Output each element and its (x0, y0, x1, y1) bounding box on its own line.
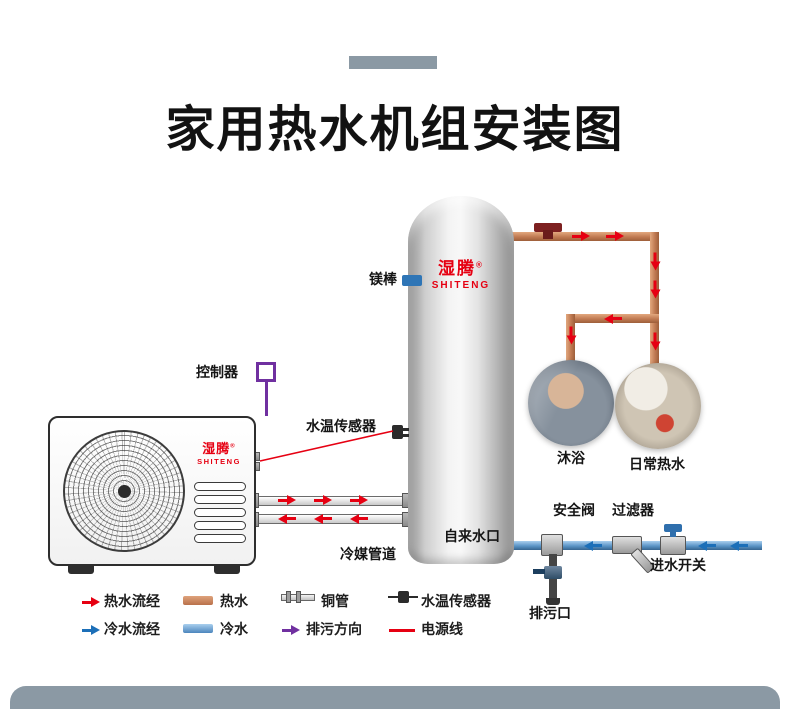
hot-flow-arrow-icon (82, 597, 100, 608)
cold-flow-arrow-icon (82, 625, 100, 636)
water-tank (408, 196, 514, 564)
drain-valve-handle (533, 569, 545, 574)
hot-flow-arrow (350, 495, 368, 506)
drain-valve-icon (544, 566, 562, 579)
drain-outlet-label: 排污口 (529, 605, 571, 621)
hot-flow-arrow (314, 495, 332, 506)
safety-valve-icon (541, 534, 563, 556)
tap-water-inlet-label: 自来水口 (444, 528, 500, 544)
magnesium-rod-indicator (402, 275, 422, 286)
legend-drain-direction-label: 排污方向 (306, 621, 362, 637)
shower-photo (528, 360, 614, 446)
unit-foot (214, 564, 240, 574)
legend-hot-water-label: 热水 (220, 593, 248, 609)
fan-grille-icon (63, 430, 185, 552)
brand-latin: SHITENG (431, 280, 491, 291)
hot-water-pipe-left-drop (566, 314, 575, 362)
hot-flow-arrow (606, 231, 624, 242)
cold-flow-arrow (698, 540, 716, 551)
vent-slot (194, 482, 246, 491)
hot-flow-arrow (650, 280, 661, 299)
tank-brand: 湿腾® SHITENG (408, 254, 514, 291)
water-temp-sensor-label: 水温传感器 (306, 418, 376, 434)
water-temp-sensor-legend-icon (388, 590, 418, 604)
hot-flow-arrow (278, 513, 296, 524)
vent-slot (194, 534, 246, 543)
hot-outlet-valve-icon (534, 223, 562, 232)
brand-latin: SHITENG (197, 457, 241, 466)
hot-flow-arrow (604, 313, 622, 324)
cold-flow-arrow (730, 540, 748, 551)
legend-hot-flow-label: 热水流经 (104, 593, 160, 609)
water-temp-sensor-pin (402, 434, 409, 437)
unit-foot (68, 564, 94, 574)
power-line-icon (389, 629, 415, 632)
legend-power-line-label: 电源线 (421, 621, 463, 637)
inlet-switch-label: 进水开关 (650, 557, 706, 573)
drain-outlet-tip (546, 598, 560, 605)
title-accent-bar (349, 56, 437, 69)
hot-flow-arrow (278, 495, 296, 506)
water-temp-sensor-icon (392, 425, 403, 439)
cold-flow-arrow (584, 540, 602, 551)
hot-flow-arrow (566, 326, 577, 345)
legend-copper-pipe-label: 铜管 (321, 593, 349, 609)
hot-flow-arrow (650, 332, 661, 351)
brand-name: 湿腾 (438, 259, 477, 278)
hot-outlet-valve-stem (543, 230, 553, 239)
page-title: 家用热水机组安装图 (165, 103, 625, 157)
hot-flow-arrow (650, 252, 661, 271)
vent-slot (194, 495, 246, 504)
daily-hot-water-label: 日常热水 (629, 456, 685, 472)
refrigerant-pipe-label: 冷媒管道 (340, 546, 396, 562)
daily-hot-water-photo (615, 363, 701, 449)
heat-pump-brand: 湿腾® SHITENG (188, 438, 250, 466)
legend-cold-flow-label: 冷水流经 (104, 621, 160, 637)
hot-flow-arrow (572, 231, 590, 242)
water-temp-sensor-pin (402, 428, 409, 431)
shower-label: 沐浴 (557, 450, 585, 466)
vent-slot (194, 521, 246, 530)
safety-valve-label: 安全阀 (553, 502, 595, 518)
inlet-switch-handle (664, 524, 682, 532)
hot-water-pipe-right-drop (650, 232, 659, 368)
footer-bar (10, 686, 780, 709)
vent-slot (194, 508, 246, 517)
heat-pump-unit: 湿腾® SHITENG (48, 416, 256, 574)
hot-flow-arrow (314, 513, 332, 524)
cold-water-pipe-swatch (183, 624, 213, 633)
controller-label: 控制器 (196, 364, 238, 380)
inlet-switch-icon (660, 536, 686, 555)
brand-reg-mark: ® (476, 260, 484, 270)
brand-name: 湿腾 (202, 441, 231, 456)
controller-icon (256, 362, 276, 382)
controller-wire (265, 382, 268, 416)
legend-cold-water-label: 冷水 (220, 621, 248, 637)
filter-label: 过滤器 (612, 502, 654, 518)
drain-direction-arrow-icon (282, 625, 300, 636)
magnesium-rod-label: 镁棒 (369, 271, 397, 287)
brand-reg-mark: ® (230, 443, 236, 450)
copper-pipe-icon (281, 591, 315, 603)
hot-flow-arrow (350, 513, 368, 524)
hot-water-pipe-swatch (183, 596, 213, 605)
legend-temp-sensor-label: 水温传感器 (421, 593, 491, 609)
inlet-switch-stem (670, 531, 676, 537)
